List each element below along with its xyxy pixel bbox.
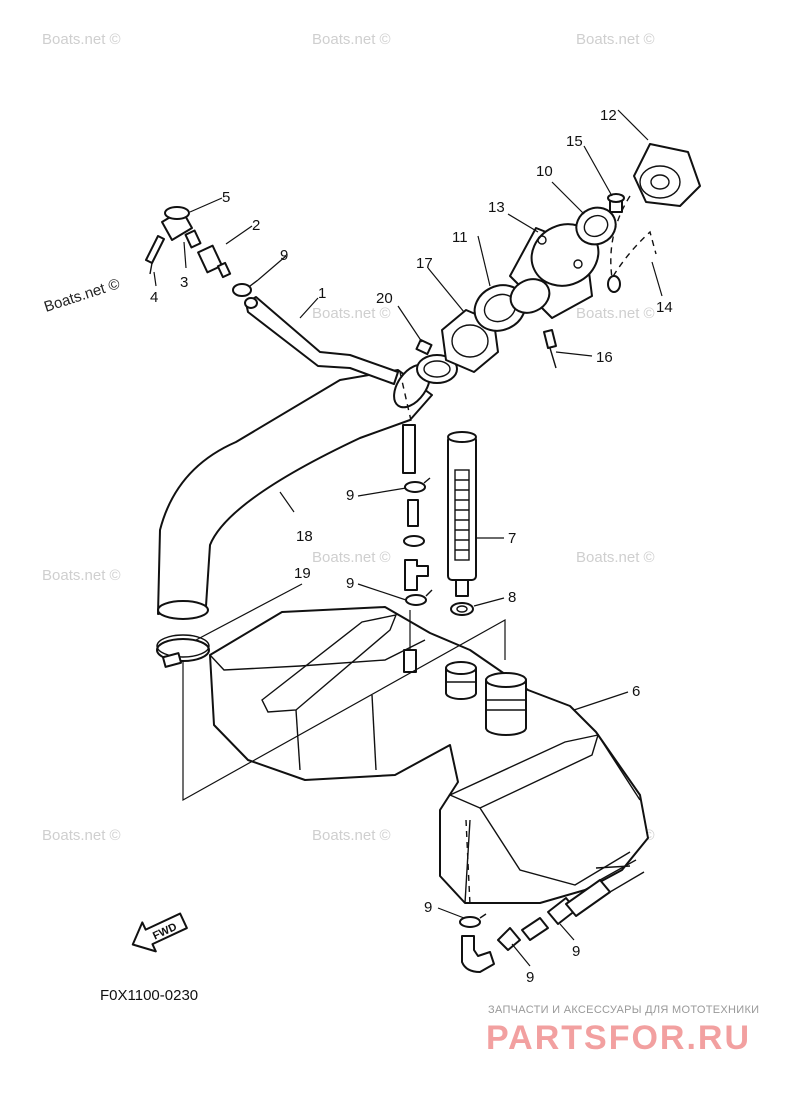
callout-16: 16: [596, 349, 613, 366]
tank-fitting-small[interactable]: [445, 661, 477, 700]
callout-7: 7: [508, 530, 516, 547]
watermark-primary: Boats.net ©: [42, 275, 122, 315]
cap-tether-chain[interactable]: [607, 195, 657, 293]
filter-gasket[interactable]: [450, 602, 474, 616]
callout-20: 20: [376, 290, 393, 307]
watermark: Boats.net ©: [576, 31, 655, 48]
check-valve[interactable]: [184, 229, 232, 279]
diagram-code: F0X1100-0230: [100, 987, 198, 1004]
callout-2: 2: [252, 217, 260, 234]
vent-fitting[interactable]: [161, 206, 193, 241]
callout-17: 17: [416, 255, 433, 272]
callout-12: 12: [600, 107, 617, 124]
callout-11: 11: [452, 229, 468, 246]
watermark: Boats.net ©: [576, 305, 655, 322]
leader-lines: [153, 109, 663, 967]
breather-hose[interactable]: [244, 296, 399, 385]
hose-clamp-small[interactable]: [415, 338, 458, 384]
callout-1: 1: [318, 285, 326, 302]
callout-15: 15: [566, 133, 583, 150]
watermark: Boats.net ©: [312, 827, 391, 844]
watermark: Boats.net ©: [312, 305, 391, 322]
callout-18: 18: [296, 528, 313, 545]
fuel-cap[interactable]: [633, 143, 701, 207]
tank-filler-neck[interactable]: [485, 672, 527, 736]
filler-rivet[interactable]: [543, 329, 557, 369]
callout-9: 9: [346, 487, 354, 504]
callout-8: 8: [508, 589, 516, 606]
watermark: Boats.net ©: [576, 549, 655, 566]
fuel-tank[interactable]: [209, 606, 649, 906]
callout-10: 10: [536, 163, 553, 180]
partsfor-logo[interactable]: PARTSFOR.RU: [486, 1019, 752, 1057]
vent-line-assembly[interactable]: [402, 424, 433, 673]
watermark: Boats.net ©: [42, 567, 121, 584]
watermark: Boats.net ©: [312, 549, 391, 566]
callout-5: 5: [222, 189, 230, 206]
callout-labels: 1 2 3 4 5 6 7 8 9 9 9 9 9 9 10 11 12 13 …: [150, 107, 673, 986]
filler-gasket[interactable]: [570, 201, 621, 251]
fuel-line-elbow[interactable]: [459, 859, 645, 973]
watermark: Boats.net ©: [42, 827, 121, 844]
callout-9: 9: [346, 575, 354, 592]
callout-9: 9: [424, 899, 432, 916]
ad-tagline: ЗАПЧАСТИ И АКСЕССУАРЫ ДЛЯ МОТОТЕХНИКИ: [488, 1004, 760, 1016]
callout-9: 9: [280, 247, 288, 264]
callout-14: 14: [656, 299, 673, 316]
callout-6: 6: [632, 683, 640, 700]
watermark: Boats.net ©: [42, 31, 121, 48]
callout-3: 3: [180, 274, 188, 291]
hose-clip[interactable]: [232, 279, 259, 297]
cap-screw[interactable]: [607, 193, 625, 213]
fuel-filter[interactable]: [447, 431, 477, 597]
hose-clamp-large[interactable]: [156, 634, 210, 668]
watermark: Boats.net ©: [312, 31, 391, 48]
filler-neck[interactable]: [505, 213, 608, 319]
callout-13: 13: [488, 199, 505, 216]
fwd-arrow-icon: FWD: [131, 912, 188, 953]
callout-19: 19: [294, 565, 311, 582]
vent-bolt[interactable]: [145, 235, 165, 275]
callout-9: 9: [572, 943, 580, 960]
callout-9: 9: [526, 969, 534, 986]
callout-4: 4: [150, 289, 158, 306]
